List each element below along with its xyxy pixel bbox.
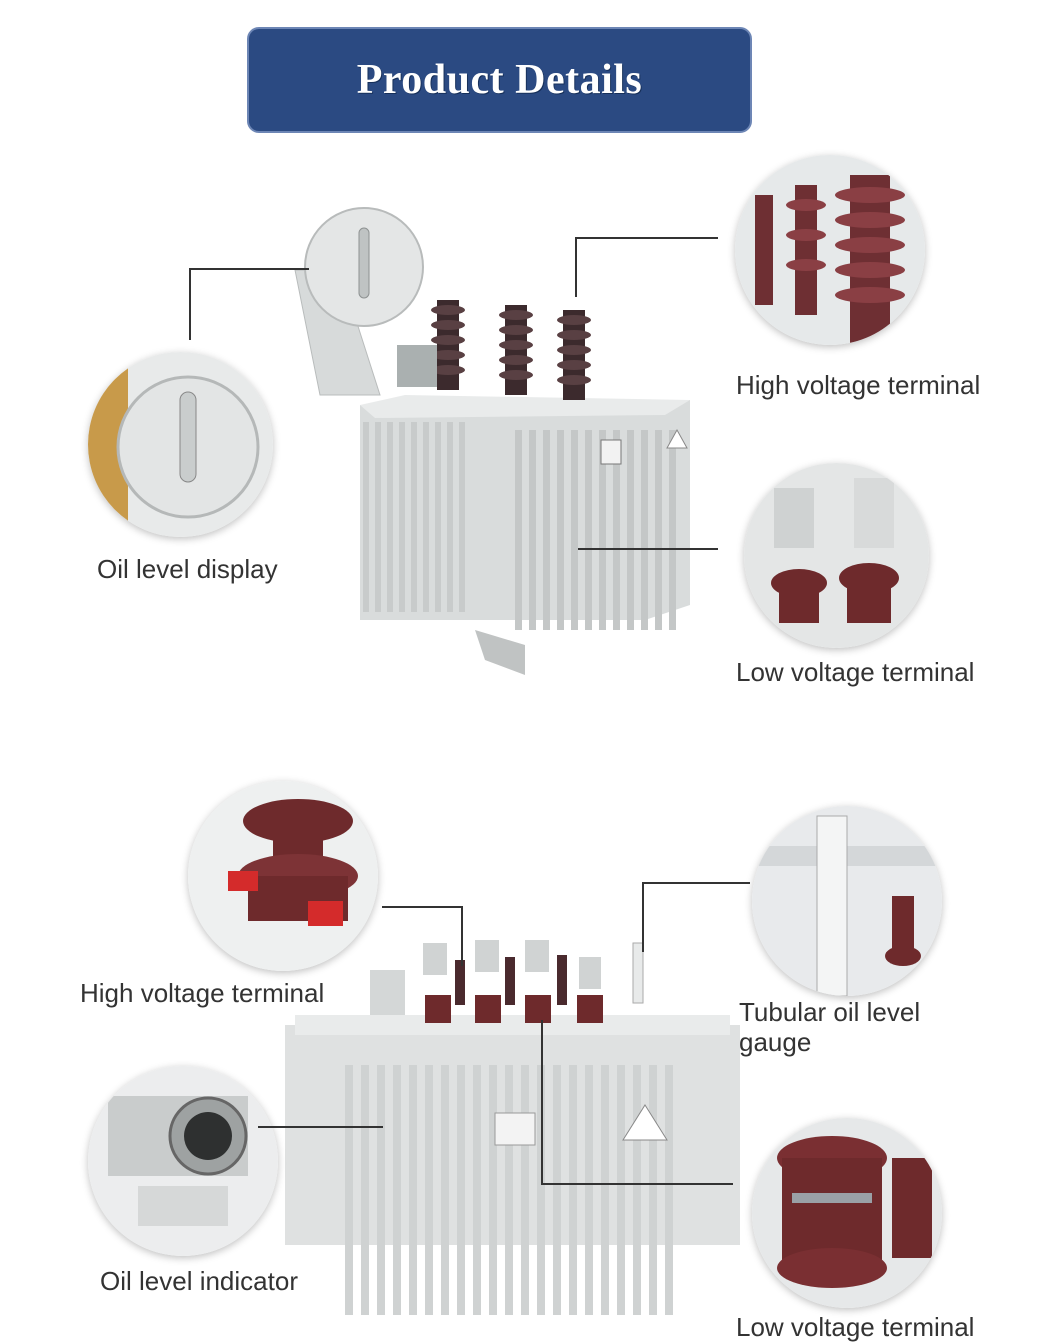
high-voltage-terminal-photo — [735, 155, 925, 345]
transformer-image-top — [285, 200, 700, 680]
callout-label-oil-level-indicator: Oil level indicator — [100, 1266, 298, 1296]
leader-line — [189, 268, 309, 270]
callout-label-tubular-oil-level-gauge-line2: gauge — [739, 1027, 812, 1057]
leader-line — [382, 906, 462, 908]
callout-label-high-voltage-terminal: High voltage terminal — [736, 370, 981, 400]
callout-label-high-voltage-terminal-bottom: High voltage terminal — [80, 978, 325, 1008]
tubular-oil-level-gauge-photo — [752, 806, 942, 996]
low-voltage-terminal-photo-bottom — [752, 1118, 942, 1308]
leader-line — [541, 1183, 733, 1185]
leader-line — [189, 268, 191, 340]
leader-line — [578, 548, 718, 550]
callout-label-low-voltage-terminal-bottom: Low voltage terminal — [736, 1312, 975, 1342]
leader-line — [575, 237, 718, 239]
leader-line — [642, 882, 644, 952]
high-voltage-terminal-photo-bottom — [188, 781, 378, 971]
low-voltage-terminal-photo — [744, 463, 929, 648]
leader-line — [575, 237, 577, 297]
leader-line — [541, 1020, 543, 1185]
leader-line — [461, 906, 463, 966]
header-banner: Product Details — [247, 27, 752, 133]
transformer-image-bottom — [285, 935, 740, 1335]
oil-level-indicator-photo — [88, 1066, 278, 1256]
callout-label-low-voltage-terminal: Low voltage terminal — [736, 657, 975, 687]
leader-line — [258, 1126, 383, 1128]
page-title: Product Details — [356, 57, 643, 103]
callout-label-oil-level-display: Oil level display — [97, 554, 278, 584]
oil-level-display-photo — [88, 352, 273, 537]
leader-line — [642, 882, 750, 884]
callout-label-tubular-oil-level-gauge-line1: Tubular oil level — [739, 997, 921, 1027]
